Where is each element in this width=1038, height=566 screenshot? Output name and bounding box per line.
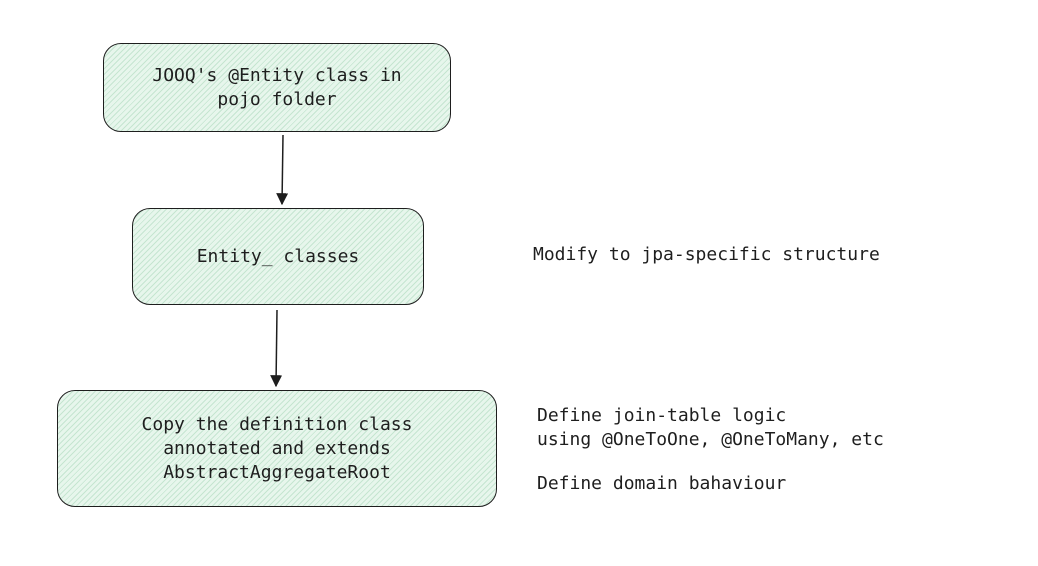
note-modify-structure: Modify to jpa-specific structure: [533, 244, 880, 265]
node-jooq-entity-class[interactable]: JOOQ's @Entity class in pojo folder: [103, 43, 451, 132]
arrow-pojo-to-entity: [276, 134, 289, 206]
note-domain-behaviour: Define domain bahaviour: [537, 473, 787, 494]
node-entity-classes[interactable]: Entity_ classes: [132, 208, 424, 305]
node-entity-classes-label: Entity_ classes: [196, 245, 360, 267]
node-copy-definition-class-label: Copy the definition class annotated and …: [141, 413, 413, 483]
node-jooq-entity-class-label: JOOQ's @Entity class in pojo folder: [152, 64, 402, 110]
node-copy-definition-class[interactable]: Copy the definition class annotated and …: [57, 390, 497, 507]
note-join-table-logic: Define join-table logic using @OneToOne,…: [537, 405, 884, 450]
arrow-entity-to-copy: [270, 309, 283, 388]
